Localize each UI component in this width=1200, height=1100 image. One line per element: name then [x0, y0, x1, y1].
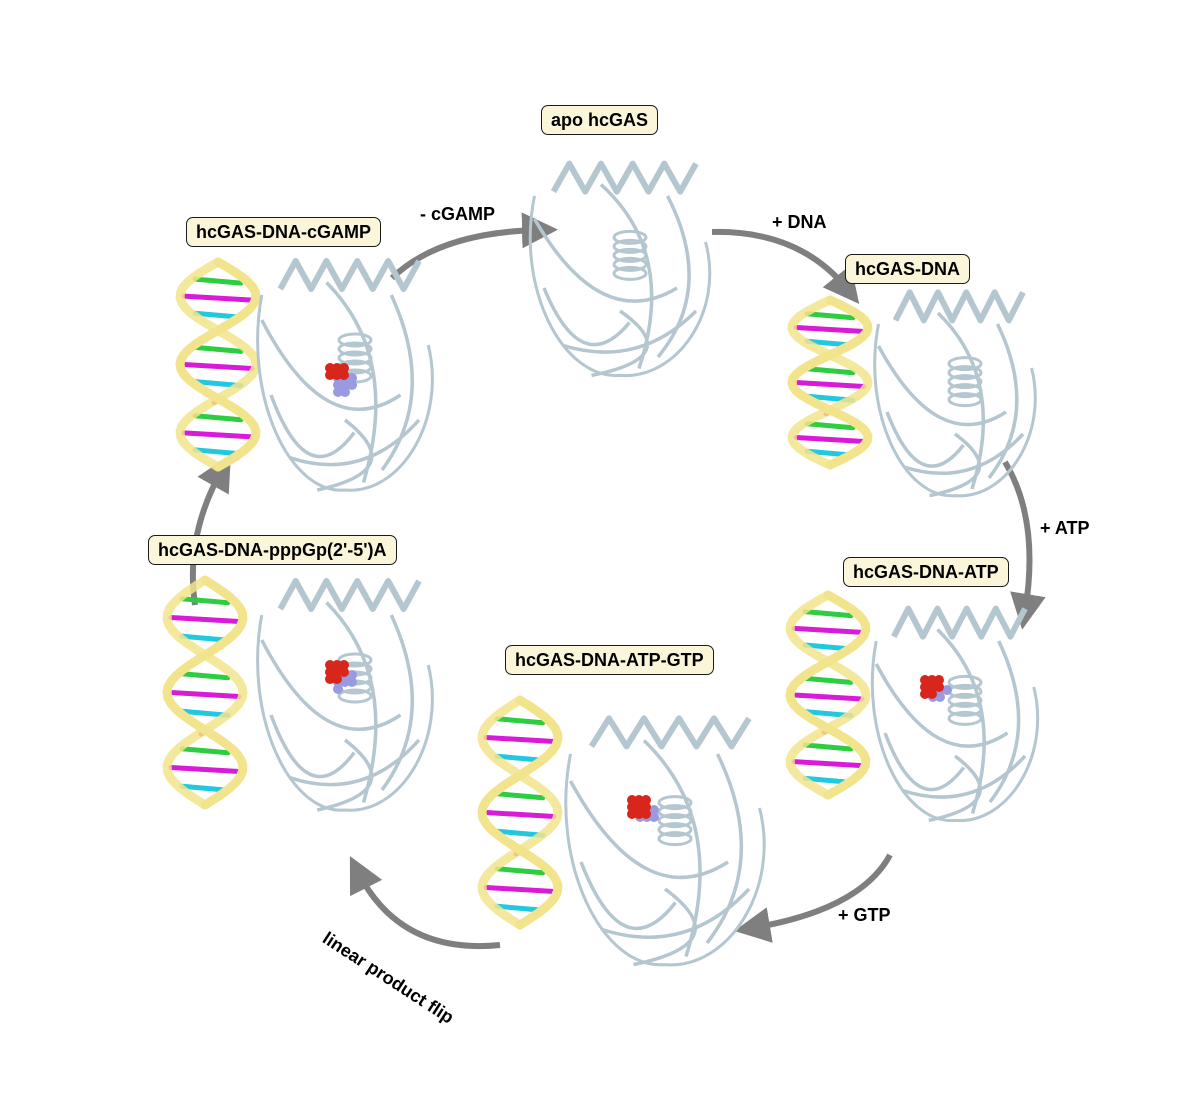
dna-helix-atp-state: [785, 590, 871, 800]
arrow-add-gtp: [734, 853, 893, 943]
step-label-release-cgamp: - cGAMP: [420, 204, 496, 224]
step-label-add-gtp: + GTP: [838, 905, 891, 925]
dna-helix-atp-gtp-state: [477, 695, 563, 930]
dna-helix-linear-state: [162, 575, 248, 810]
protein-atp-state: [870, 605, 1040, 823]
dna-helix-dna-state: [787, 295, 873, 470]
protein-linear-state: [256, 578, 434, 812]
step-label-add-dna: + DNA: [772, 212, 827, 232]
ligand-atp-gtp: [627, 795, 659, 822]
arrow-release-cgamp: [389, 212, 558, 281]
arrow-add-dna: [711, 228, 860, 305]
protein-apo: [528, 160, 712, 378]
state-label-cgamp: hcGAS-DNA-cGAMP: [186, 217, 382, 247]
arrow-add-atp: [1002, 460, 1046, 630]
protein-dna-state: [873, 289, 1037, 498]
arrow-linear-flip: [349, 855, 501, 949]
state-label-linear-product: hcGAS-DNA-pppGp(2'-5')A: [148, 535, 397, 565]
state-label-dna-atp: hcGAS-DNA-ATP: [843, 557, 1009, 587]
state-label-dna-atp-gtp: hcGAS-DNA-ATP-GTP: [505, 645, 714, 675]
protein-atp-gtp-state: [564, 715, 766, 967]
step-label-add-atp: + ATP: [1040, 518, 1090, 538]
ligand-linear-product: [325, 660, 357, 694]
state-label-apo: apo hcGAS: [541, 105, 659, 135]
state-label-dna: hcGAS-DNA: [845, 254, 971, 284]
ligand-atp: [920, 675, 952, 702]
dna-helix-cgamp-state: [175, 257, 261, 472]
protein-cgamp-state: [256, 258, 434, 492]
ligand-cgamp: [325, 363, 357, 397]
